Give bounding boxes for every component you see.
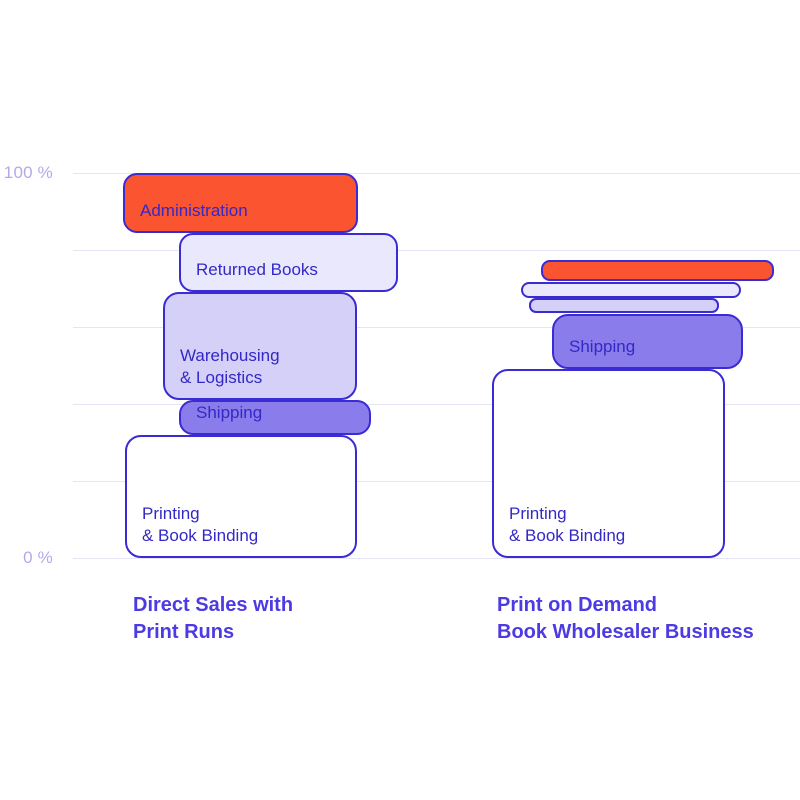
segment-label-shipping: Shipping (196, 402, 263, 422)
bar-title-print-on-demand: Print on Demand Book Wholesaler Business (497, 594, 754, 643)
segment-right-administration (541, 259, 774, 282)
segment-right-warehousing-logistics (529, 298, 719, 314)
gridline-80-percent (73, 250, 800, 251)
segment-left-returned-books: Returned Books (179, 232, 398, 293)
gridline-100-percent (73, 173, 800, 174)
gridline-20-percent (73, 481, 800, 482)
axis-label-0-percent: 0 % (23, 548, 53, 567)
gridline-40-percent (73, 404, 800, 405)
segment-label-returned-books: Returned Books (196, 260, 318, 280)
segment-right-printing-book-binding: Printing & Book Binding (492, 369, 725, 559)
segment-right-returned-books (521, 281, 741, 299)
segment-right-shipping: Shipping (552, 313, 743, 370)
segment-left-warehousing-logistics: Warehousing & Logistics (163, 292, 357, 401)
segment-label-warehousing-logistics: Warehousing & Logistics (180, 346, 280, 388)
segment-left-shipping: Shipping (179, 400, 371, 435)
segment-left-administration: Administration (123, 173, 358, 233)
segment-left-printing-book-binding: Printing & Book Binding (125, 434, 357, 558)
bar-title-direct-sales: Direct Sales with Print Runs (133, 594, 294, 643)
gridline-0-percent (73, 558, 800, 559)
segment-label-administration: Administration (140, 200, 248, 220)
segment-label-printing-book-binding: Printing & Book Binding (142, 503, 259, 545)
segment-label-shipping: Shipping (569, 337, 636, 357)
segment-label-printing-book-binding: Printing & Book Binding (509, 504, 626, 546)
gridline-60-percent (73, 327, 800, 328)
axis-label-100-percent: 100 % (3, 163, 53, 182)
